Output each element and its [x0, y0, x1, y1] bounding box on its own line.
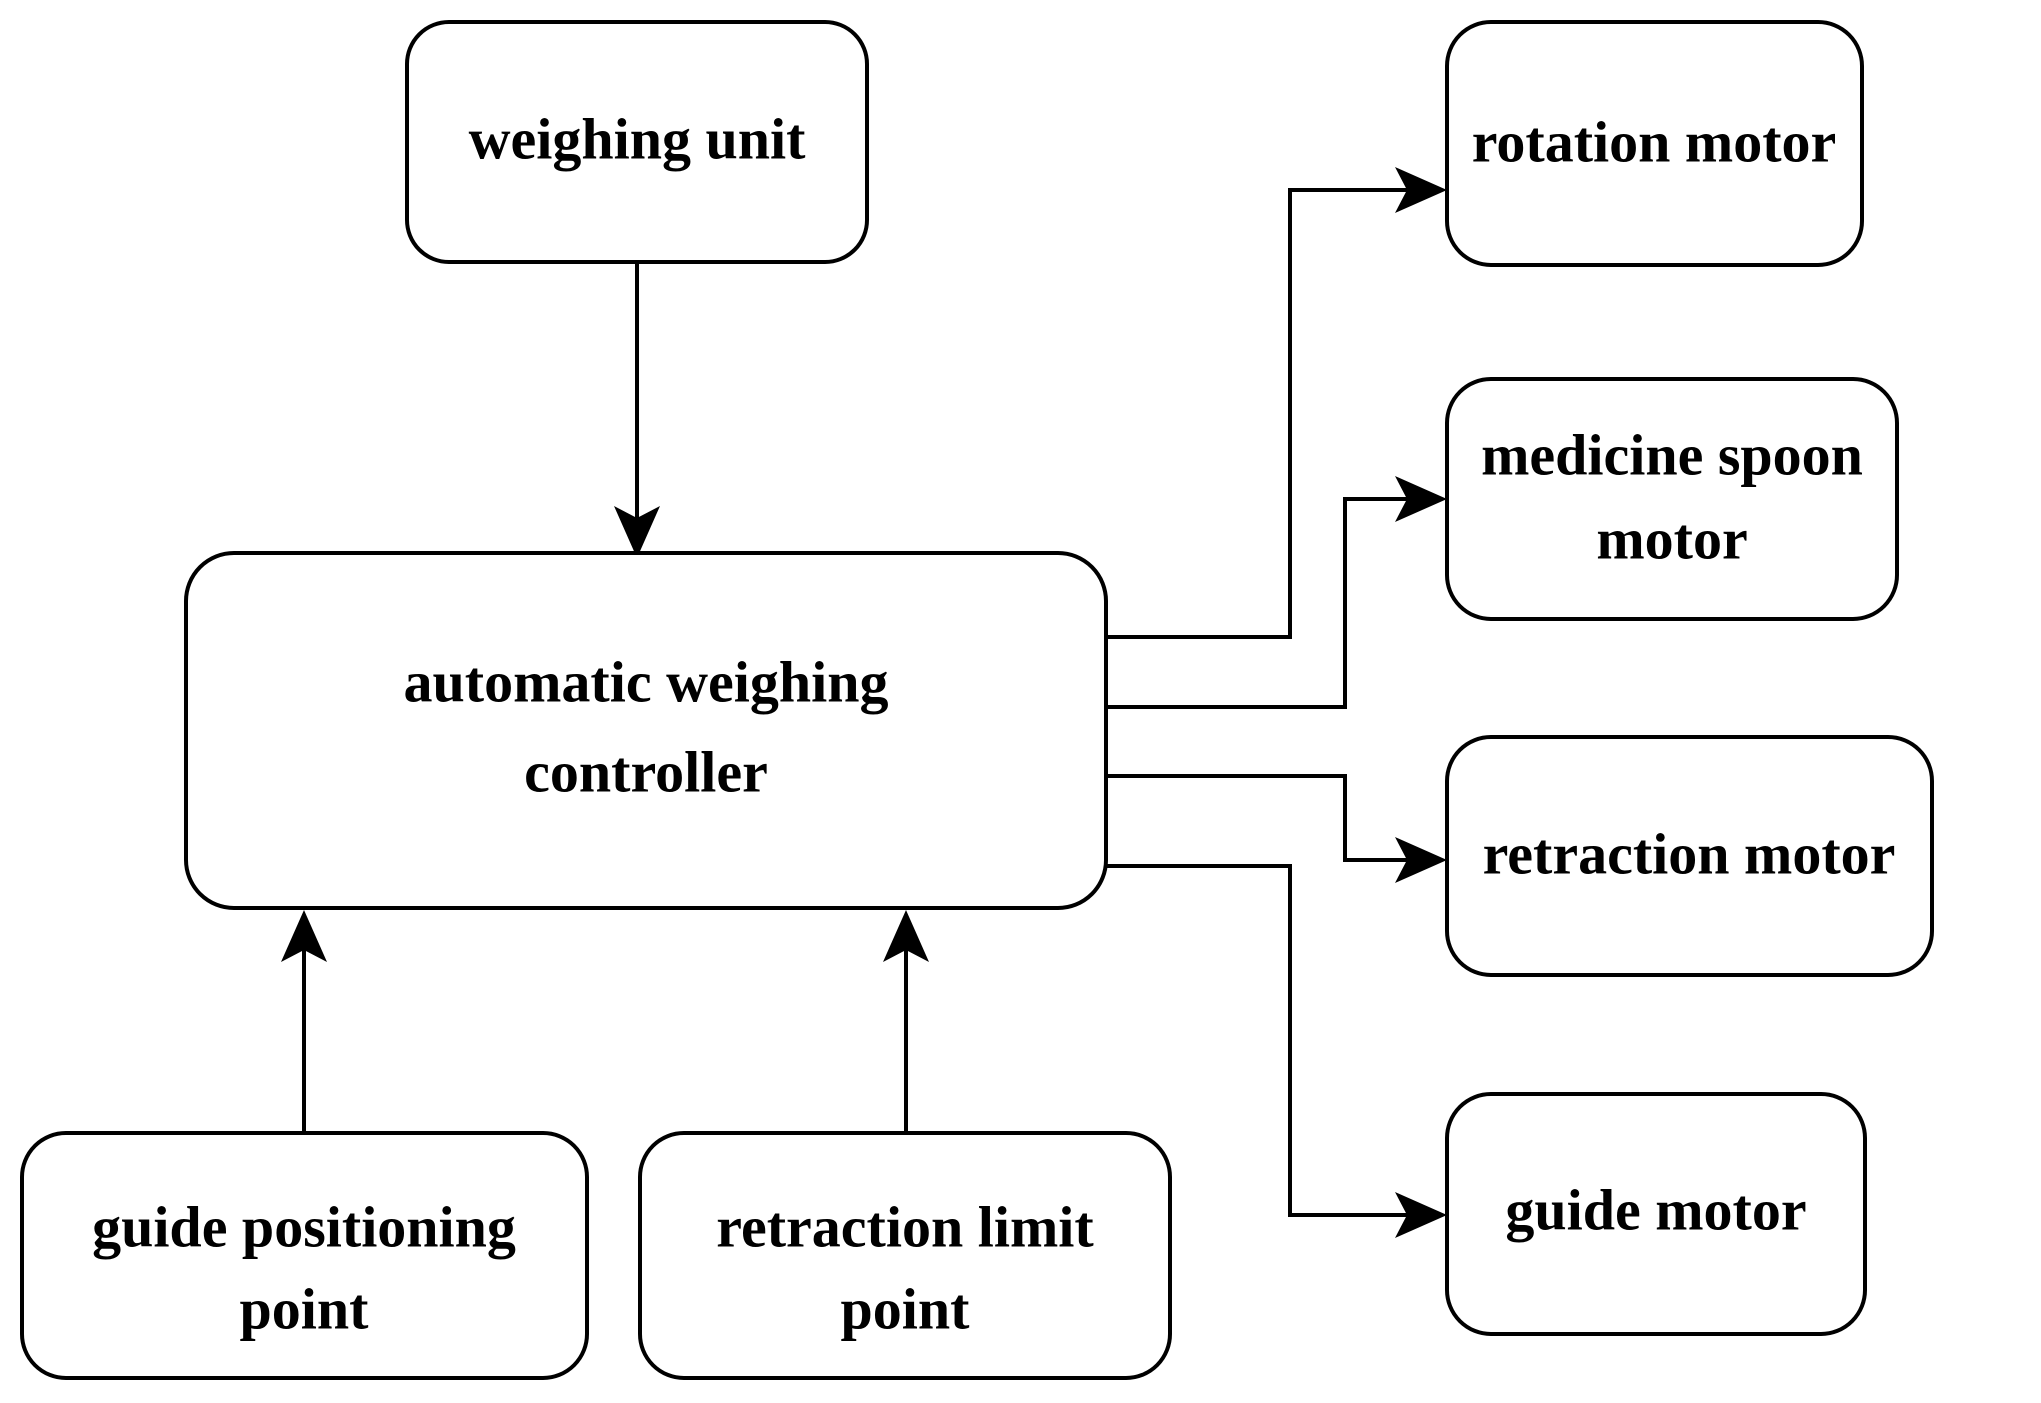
node-guide-positioning-point-box[interactable]: [20, 1131, 589, 1380]
node-automatic-weighing-controller-box[interactable]: [184, 551, 1108, 910]
node-retraction-limit-point-box[interactable]: [638, 1131, 1172, 1380]
edge-retraction-limit-point-to-controller: [883, 910, 929, 1133]
node-medicine-spoon-motor-box[interactable]: [1445, 377, 1899, 621]
node-automatic-weighing-controller-label-line1: automatic weighing: [404, 649, 889, 714]
node-retraction-motor[interactable]: retraction motor: [1445, 735, 1934, 977]
edge-controller-to-guide-motor: [1106, 864, 1447, 1238]
arrowhead-right-icon: [1395, 1192, 1447, 1238]
node-rotation-motor[interactable]: rotation motor: [1445, 20, 1864, 267]
node-weighing-unit-label: weighing unit: [469, 106, 806, 171]
edge-guide-positioning-point-to-controller: [281, 910, 327, 1133]
node-weighing-unit-box[interactable]: [405, 20, 869, 264]
edge-controller-to-retraction-motor: [1106, 774, 1447, 883]
node-retraction-limit-point-label-line2: point: [841, 1276, 971, 1341]
node-retraction-motor-label: retraction motor: [1483, 821, 1896, 886]
node-automatic-weighing-controller[interactable]: automatic weighing controller: [184, 551, 1108, 910]
node-guide-positioning-point[interactable]: guide positioning point: [20, 1131, 589, 1380]
node-guide-motor[interactable]: guide motor: [1445, 1092, 1867, 1336]
node-guide-positioning-point-label-line1: guide positioning: [92, 1194, 516, 1259]
arrowhead-right-icon: [1395, 837, 1447, 883]
node-retraction-limit-point-label-line1: retraction limit: [716, 1194, 1094, 1259]
node-medicine-spoon-motor[interactable]: medicine spoon motor: [1445, 377, 1899, 621]
node-automatic-weighing-controller-label-line2: controller: [524, 739, 768, 804]
edge-controller-to-medicine-spoon-motor: [1106, 476, 1447, 709]
node-guide-motor-label: guide motor: [1505, 1177, 1806, 1242]
node-rotation-motor-box[interactable]: [1445, 20, 1864, 267]
edge-weighing-unit-to-controller: [614, 262, 660, 558]
node-rotation-motor-label: rotation motor: [1472, 109, 1837, 174]
arrowhead-right-icon: [1395, 476, 1447, 522]
node-guide-motor-box[interactable]: [1445, 1092, 1867, 1336]
node-guide-positioning-point-label-line2: point: [240, 1276, 370, 1341]
edge-controller-to-rotation-motor: [1106, 167, 1447, 639]
node-weighing-unit[interactable]: weighing unit: [405, 20, 869, 264]
arrowhead-up-icon: [281, 910, 327, 962]
arrowhead-right-icon: [1395, 167, 1447, 213]
node-retraction-limit-point[interactable]: retraction limit point: [638, 1131, 1172, 1380]
node-medicine-spoon-motor-label-line1: medicine spoon: [1481, 422, 1863, 487]
arrowhead-down-icon: [614, 506, 660, 558]
node-retraction-motor-box[interactable]: [1445, 735, 1934, 977]
arrowhead-up-icon: [883, 910, 929, 962]
node-medicine-spoon-motor-label-line2: motor: [1596, 506, 1747, 571]
